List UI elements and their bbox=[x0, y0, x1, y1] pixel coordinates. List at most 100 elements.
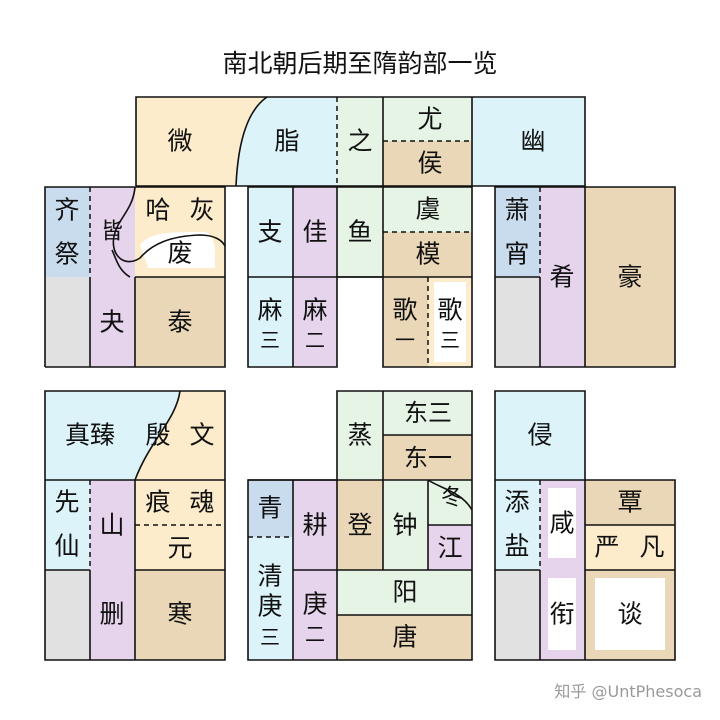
watermark: 知乎 @UntPhesoca bbox=[554, 682, 702, 701]
cell-tan2-inner bbox=[595, 578, 665, 650]
label-dong1: 东一 bbox=[404, 444, 452, 472]
label-hao: 豪 bbox=[617, 263, 642, 292]
label-yu2: 虞 bbox=[415, 195, 440, 224]
cell-ma2 bbox=[293, 277, 337, 367]
label-yin: 殷 bbox=[145, 421, 170, 450]
cell-ge1 bbox=[383, 277, 428, 367]
curve-ha-fei bbox=[112, 186, 226, 263]
label-tan2: 谈 bbox=[617, 600, 642, 629]
page-title: 南北朝后期至隋韵部一览 bbox=[222, 49, 498, 78]
cell-zhen-curve bbox=[135, 391, 180, 480]
cell-yao bbox=[540, 187, 585, 367]
label-you2: 幽 bbox=[520, 127, 545, 156]
label-mo: 模 bbox=[415, 240, 440, 269]
label-xian2-r: 衔 bbox=[549, 600, 574, 629]
label-ma2-num: 二 bbox=[305, 328, 325, 352]
cell-zheng bbox=[337, 391, 383, 480]
cell-yang bbox=[337, 570, 472, 615]
label-xiao: 萧 bbox=[504, 196, 529, 225]
cell-zhi bbox=[236, 97, 337, 186]
cell-hao bbox=[585, 187, 675, 367]
label-zhi-mid: 支 bbox=[257, 218, 282, 247]
label-jia: 佳 bbox=[302, 218, 327, 247]
cell-yan2-fan bbox=[585, 525, 675, 570]
cell-geng2 bbox=[293, 570, 337, 660]
label-zhi2: 之 bbox=[347, 127, 372, 156]
label-xian2: 仙 bbox=[54, 532, 79, 561]
cell-empty-left1 bbox=[45, 277, 90, 367]
label-dong: 冬 bbox=[441, 486, 463, 511]
label-tan: 覃 bbox=[617, 488, 642, 517]
label-yu: 鱼 bbox=[347, 218, 372, 247]
cell-xian-inner bbox=[548, 488, 576, 558]
label-xiao2: 宵 bbox=[504, 240, 529, 269]
cell-deng bbox=[337, 480, 383, 570]
cell-tan bbox=[585, 480, 675, 525]
cell-dong3 bbox=[383, 391, 472, 435]
border-right2 bbox=[494, 390, 676, 661]
label-geng3-num: 三 bbox=[260, 625, 280, 649]
label-geng2: 庚 bbox=[302, 590, 327, 619]
label-tai: 泰 bbox=[167, 308, 192, 337]
cell-empty-right1 bbox=[495, 277, 540, 367]
label-geng2-num: 二 bbox=[305, 622, 325, 646]
divider-wei-zhi bbox=[235, 96, 268, 187]
border-right1 bbox=[494, 186, 676, 368]
cell-dong1 bbox=[383, 435, 472, 480]
cell-zhen bbox=[45, 391, 135, 480]
cell-tian-yan bbox=[495, 480, 540, 570]
label-wei: 微 bbox=[167, 127, 192, 156]
cell-qing2 bbox=[248, 537, 293, 660]
cell-zhi-mid bbox=[248, 187, 293, 277]
label-ge1-num: 一 bbox=[395, 328, 415, 352]
border-top-group bbox=[135, 96, 586, 187]
label-zhi: 脂 bbox=[274, 127, 299, 156]
label-deng: 登 bbox=[347, 511, 372, 540]
label-zheng: 蒸 bbox=[347, 421, 372, 450]
cell-qing bbox=[248, 480, 293, 537]
label-shan: 山 bbox=[99, 511, 124, 540]
label-fei: 废 bbox=[167, 239, 192, 268]
label-zhong: 钟 bbox=[392, 511, 417, 540]
label-geng3: 庚 bbox=[257, 592, 282, 621]
cell-jia bbox=[293, 187, 337, 277]
label-fan: 凡 bbox=[639, 533, 664, 562]
cell-dong bbox=[428, 480, 472, 525]
label-shan2: 删 bbox=[99, 600, 124, 629]
cell-xian bbox=[45, 480, 90, 570]
label-ge1: 歌 bbox=[392, 296, 417, 325]
curve-zhen-yin bbox=[134, 390, 181, 481]
cell-jiang bbox=[428, 525, 472, 570]
label-yang: 阳 bbox=[392, 578, 417, 607]
cell-mo bbox=[383, 232, 472, 277]
label-tian: 添 bbox=[504, 488, 529, 517]
label-qing: 青 bbox=[257, 494, 282, 523]
cell-fei bbox=[140, 232, 215, 268]
cell-jie-guai bbox=[90, 187, 135, 367]
cell-wei bbox=[136, 97, 236, 186]
cell-yu bbox=[337, 187, 383, 277]
cell-wei-curve bbox=[236, 97, 267, 186]
cell-yu2 bbox=[383, 187, 472, 232]
cell-yin-wen bbox=[135, 391, 225, 480]
cell-xian2-inner bbox=[548, 578, 576, 650]
label-qin: 侵 bbox=[527, 421, 552, 450]
label-yan2: 严 bbox=[594, 533, 619, 562]
cell-shan bbox=[90, 480, 135, 660]
cell-zhi2 bbox=[337, 97, 383, 186]
label-jiang: 江 bbox=[437, 534, 462, 563]
cell-empty-left2 bbox=[45, 570, 90, 660]
label-guai: 夬 bbox=[99, 308, 124, 337]
label-tang: 唐 bbox=[392, 623, 417, 652]
cell-tai bbox=[135, 277, 225, 367]
curve-dong bbox=[427, 479, 473, 511]
cell-hou bbox=[383, 141, 472, 186]
label-you: 尤 bbox=[417, 105, 442, 134]
cell-zhong bbox=[383, 480, 428, 570]
label-yuan: 元 bbox=[167, 534, 192, 563]
cell-xiao bbox=[495, 187, 540, 277]
label-qing2: 清 bbox=[257, 562, 282, 591]
label-qi: 齐 bbox=[54, 196, 79, 225]
label-ge3-num: 三 bbox=[440, 328, 460, 352]
